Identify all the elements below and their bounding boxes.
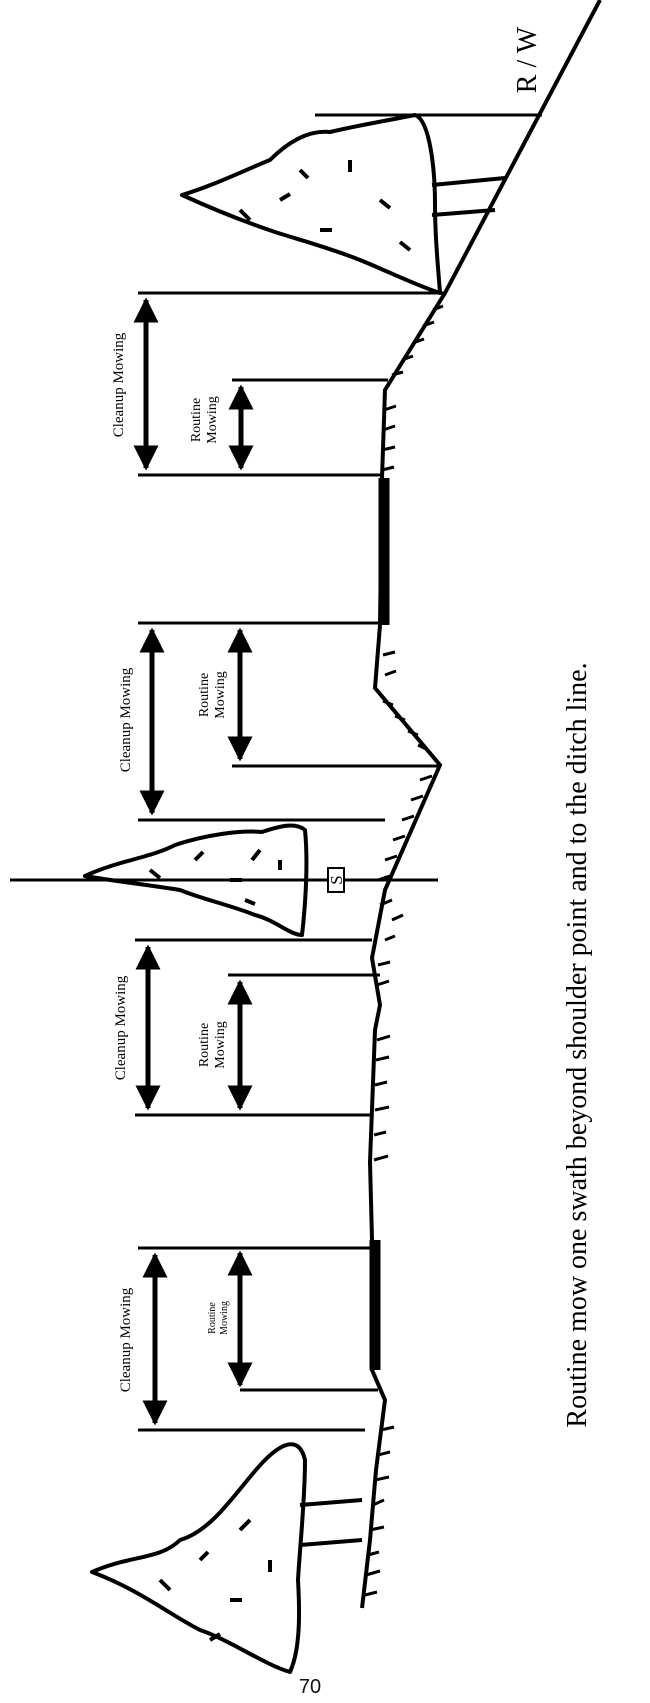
cleanup-label-1: Cleanup Mowing — [118, 1287, 134, 1392]
routine-label-2b: Mowing — [213, 1021, 228, 1068]
cleanup-label-4: Cleanup Mowing — [111, 332, 127, 437]
routine-label-4a: Routine — [189, 398, 204, 442]
cleanup-label-2: Cleanup Mowing — [113, 975, 129, 1080]
routine-label-4b: Mowing — [205, 396, 220, 443]
diagram-caption: Routine mow one swath beyond shoulder po… — [562, 662, 593, 1427]
tree-top — [180, 113, 506, 295]
routine-label-2a: Routine — [197, 1023, 212, 1067]
grass-texture — [364, 304, 444, 1597]
routine-label-3b: Mowing — [213, 671, 228, 718]
cleanup-label-3: Cleanup Mowing — [118, 667, 134, 772]
measurement-arrows — [133, 297, 254, 1426]
shoulder-label: S — [327, 875, 346, 884]
boundary-lines — [135, 113, 542, 1432]
routine-label-1b: Mowing — [219, 1301, 230, 1335]
shoulder-label-box — [327, 867, 345, 893]
right-of-way-label: R / W — [512, 26, 543, 93]
ground-profile — [360, 0, 602, 1609]
tree-middle — [83, 823, 309, 937]
tree-bottom — [90, 1442, 363, 1674]
routine-label-1a: Routine — [207, 1302, 218, 1334]
page-number: 70 — [298, 1676, 322, 1698]
routine-label-3a: Routine — [197, 673, 212, 717]
